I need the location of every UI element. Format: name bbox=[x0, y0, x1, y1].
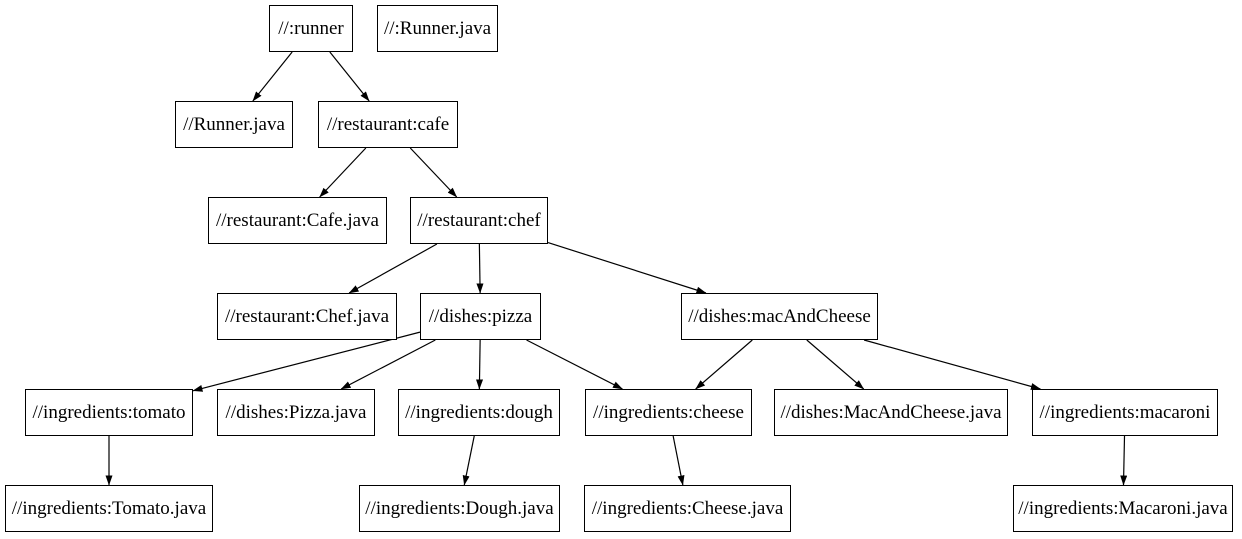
graph-node-label: //:runner bbox=[278, 18, 344, 39]
graph-node-label: //ingredients:Tomato.java bbox=[11, 498, 207, 519]
graph-node-label: //ingredients:macaroni bbox=[1039, 402, 1211, 423]
graph-node-macaroni-java: //ingredients:Macaroni.java bbox=[1013, 485, 1233, 532]
graph-node-dough: //ingredients:dough bbox=[398, 389, 560, 436]
graph-node-label: //:Runner.java bbox=[383, 18, 492, 39]
graph-node-cheese-java: //ingredients:Cheese.java bbox=[584, 485, 791, 532]
graph-node-label: //ingredients:dough bbox=[405, 402, 553, 423]
graph-edge-cafe-to-cafe-java bbox=[319, 147, 367, 198]
graph-node-pizza-java: //dishes:Pizza.java bbox=[217, 389, 375, 436]
graph-edge-mac-and-cheese-to-cheese bbox=[695, 339, 753, 390]
graph-node-macaroni: //ingredients:macaroni bbox=[1032, 389, 1218, 436]
graph-node-label: //ingredients:Macaroni.java bbox=[1018, 498, 1228, 519]
graph-edge-pizza-to-dough bbox=[476, 339, 484, 390]
graph-edge-runner-to-cafe bbox=[329, 51, 370, 102]
graph-edge-cheese-to-cheese-java bbox=[672, 435, 685, 486]
graph-edge-runner-to-runner-java bbox=[252, 51, 293, 102]
graph-edge-cafe-to-chef bbox=[409, 147, 458, 198]
graph-edge-chef-to-chef-java bbox=[348, 243, 438, 294]
graph-node-chef: //restaurant:chef bbox=[410, 197, 548, 244]
graph-edge-dough-to-dough-java bbox=[462, 435, 475, 486]
graph-edge-pizza-to-pizza-java bbox=[340, 339, 436, 390]
graph-node-tomato-java: //ingredients:Tomato.java bbox=[5, 485, 213, 532]
graph-edge-chef-to-mac-and-cheese bbox=[547, 241, 707, 294]
graph-node-label: //ingredients:Dough.java bbox=[365, 498, 554, 519]
graph-node-label: //restaurant:chef bbox=[417, 210, 541, 231]
graph-node-runner-java-top: //:Runner.java bbox=[377, 5, 498, 52]
graph-node-mac-and-cheese: //dishes:macAndCheese bbox=[681, 293, 878, 340]
graph-node-label: //Runner.java bbox=[183, 114, 285, 135]
graph-node-label: //restaurant:Chef.java bbox=[224, 306, 390, 327]
graph-edge-macaroni-to-macaroni-java bbox=[1120, 435, 1128, 486]
graph-node-runner-java: //Runner.java bbox=[175, 101, 293, 148]
graph-node-label: //dishes:Pizza.java bbox=[225, 402, 367, 423]
graph-node-chef-java: //restaurant:Chef.java bbox=[217, 293, 397, 340]
graph-node-pizza: //dishes:pizza bbox=[420, 293, 541, 340]
graph-node-label: //ingredients:tomato bbox=[32, 402, 186, 423]
graph-node-label: //dishes:macAndCheese bbox=[688, 306, 871, 327]
graph-edge-pizza-to-cheese bbox=[526, 339, 623, 390]
graph-node-label: //dishes:pizza bbox=[428, 306, 533, 327]
graph-node-runner: //:runner bbox=[269, 5, 353, 52]
graph-node-label: //ingredients:cheese bbox=[593, 402, 744, 423]
graph-node-cheese: //ingredients:cheese bbox=[585, 389, 752, 436]
graph-edges bbox=[105, 51, 1128, 486]
graph-node-tomato: //ingredients:tomato bbox=[25, 389, 193, 436]
graph-edge-mac-and-cheese-to-macaroni bbox=[863, 339, 1041, 390]
graph-node-mac-and-cheese-java: //dishes:MacAndCheese.java bbox=[774, 389, 1008, 436]
graph-node-dough-java: //ingredients:Dough.java bbox=[359, 485, 560, 532]
graph-node-label: //restaurant:cafe bbox=[326, 114, 450, 135]
graph-node-cafe-java: //restaurant:Cafe.java bbox=[208, 197, 387, 244]
graph-node-cafe: //restaurant:cafe bbox=[318, 101, 458, 148]
graph-node-label: //restaurant:Cafe.java bbox=[215, 210, 379, 231]
graph-edge-chef-to-pizza bbox=[476, 243, 484, 294]
graph-node-label: //dishes:MacAndCheese.java bbox=[780, 402, 1002, 423]
graph-edge-pizza-to-tomato bbox=[192, 331, 421, 392]
graph-edge-mac-and-cheese-to-mac-and-cheese-java bbox=[806, 339, 865, 390]
graph-node-label: //ingredients:Cheese.java bbox=[591, 498, 784, 519]
